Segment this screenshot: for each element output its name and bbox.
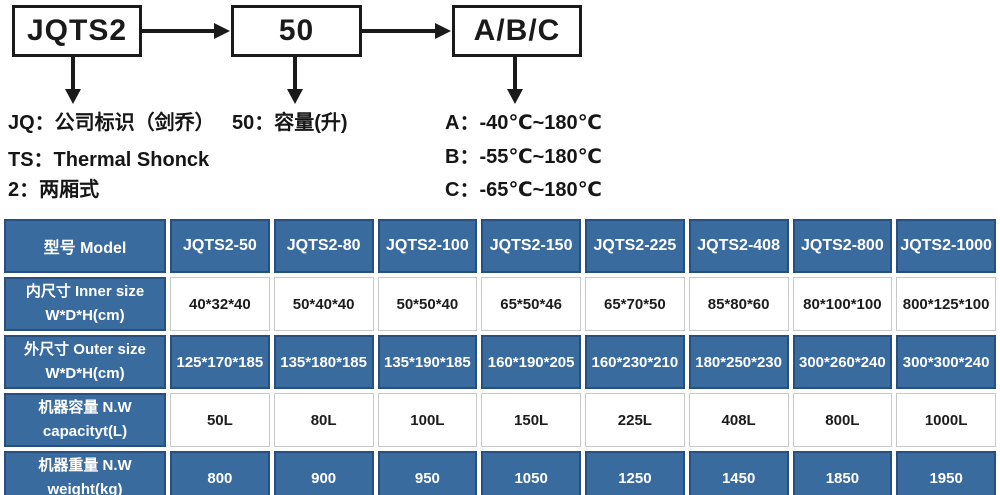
spec-cell: 300*260*240 bbox=[792, 335, 893, 389]
spec-row-label-en: capacityt(L) bbox=[42, 423, 128, 440]
spec-cell: 1950 bbox=[896, 451, 996, 495]
model-header-col6: JQTS2-408 bbox=[688, 219, 789, 273]
model-column-header: 型号 Model bbox=[4, 219, 166, 273]
spec-row-label-2: 机器容量 N.W capacityt(L) bbox=[4, 393, 166, 447]
spec-row-label-3: 机器重量 N.W weight(kg) bbox=[4, 451, 166, 495]
note-thermal-shock: TS：Thermal Shonck bbox=[8, 149, 210, 171]
spec-cell: 800L bbox=[792, 393, 893, 447]
spec-cell: 80L bbox=[273, 393, 374, 447]
note-capacity: 50：容量(升) bbox=[232, 112, 348, 134]
spec-cell: 160*230*210 bbox=[585, 335, 685, 389]
spec-cell: 180*250*230 bbox=[688, 335, 789, 389]
capacity-code-box: 50 bbox=[231, 5, 362, 57]
spec-cell: 135*190*185 bbox=[377, 335, 478, 389]
spec-cell: 100L bbox=[377, 393, 478, 447]
flow-arrows bbox=[65, 23, 523, 104]
spec-cell: 1450 bbox=[688, 451, 789, 495]
note-temp-grade-c: C：-65℃~180℃ bbox=[445, 179, 602, 201]
model-header-col7: JQTS2-800 bbox=[792, 219, 893, 273]
spec-cell: 50*50*40 bbox=[377, 277, 478, 331]
spec-cell: 160*190*205 bbox=[481, 335, 581, 389]
spec-cell: 40*32*40 bbox=[170, 277, 270, 331]
note-temp-grade-b: B：-55℃~180℃ bbox=[445, 146, 602, 168]
spec-cell: 135*180*185 bbox=[273, 335, 374, 389]
model-header-col8: JQTS2-1000 bbox=[896, 219, 996, 273]
spec-row-label-en: weight(kg) bbox=[47, 481, 123, 495]
spec-cell: 1050 bbox=[481, 451, 581, 495]
spec-cell: 1250 bbox=[585, 451, 685, 495]
spec-cell: 150L bbox=[481, 393, 581, 447]
spec-cell: 950 bbox=[377, 451, 478, 495]
spec-cell: 1850 bbox=[792, 451, 893, 495]
model-header-col4: JQTS2-150 bbox=[481, 219, 581, 273]
model-header-col1: JQTS2-50 bbox=[170, 219, 270, 273]
spec-cell: 900 bbox=[273, 451, 374, 495]
spec-cell: 50L bbox=[170, 393, 270, 447]
spec-cell: 50*40*40 bbox=[273, 277, 374, 331]
model-header-col3: JQTS2-100 bbox=[377, 219, 478, 273]
note-company-id: JQ：公司标识（剑乔） bbox=[8, 112, 215, 134]
note-two-zone: 2：两厢式 bbox=[8, 179, 100, 201]
spec-row-label-cn: 内尺寸 Inner size bbox=[25, 283, 145, 300]
spec-cell: 800 bbox=[170, 451, 270, 495]
spec-cell: 1000L bbox=[896, 393, 996, 447]
spec-cell: 85*80*60 bbox=[688, 277, 789, 331]
temperature-grade-box: A/B/C bbox=[452, 5, 582, 57]
spec-cell: 65*70*50 bbox=[585, 277, 685, 331]
note-temp-grade-a: A：-40℃~180℃ bbox=[445, 112, 602, 134]
spec-row-label-en: W*D*H(cm) bbox=[45, 365, 125, 382]
model-header-col2: JQTS2-80 bbox=[273, 219, 374, 273]
spec-row-label-cn: 机器重量 N.W bbox=[38, 457, 132, 474]
spec-cell: 80*100*100 bbox=[792, 277, 893, 331]
model-prefix-box: JQTS2 bbox=[12, 5, 142, 57]
spec-cell: 300*300*240 bbox=[896, 335, 996, 389]
spec-row-label-en: W*D*H(cm) bbox=[45, 307, 125, 324]
model-header-col5: JQTS2-225 bbox=[585, 219, 685, 273]
spec-cell: 225L bbox=[585, 393, 685, 447]
spec-cell: 125*170*185 bbox=[170, 335, 270, 389]
spec-cell: 408L bbox=[688, 393, 789, 447]
spec-cell: 800*125*100 bbox=[896, 277, 996, 331]
spec-row-label-cn: 外尺寸 Outer size bbox=[24, 341, 146, 358]
spec-row-label-cn: 机器容量 N.W bbox=[38, 399, 132, 416]
spec-cell: 65*50*46 bbox=[481, 277, 581, 331]
